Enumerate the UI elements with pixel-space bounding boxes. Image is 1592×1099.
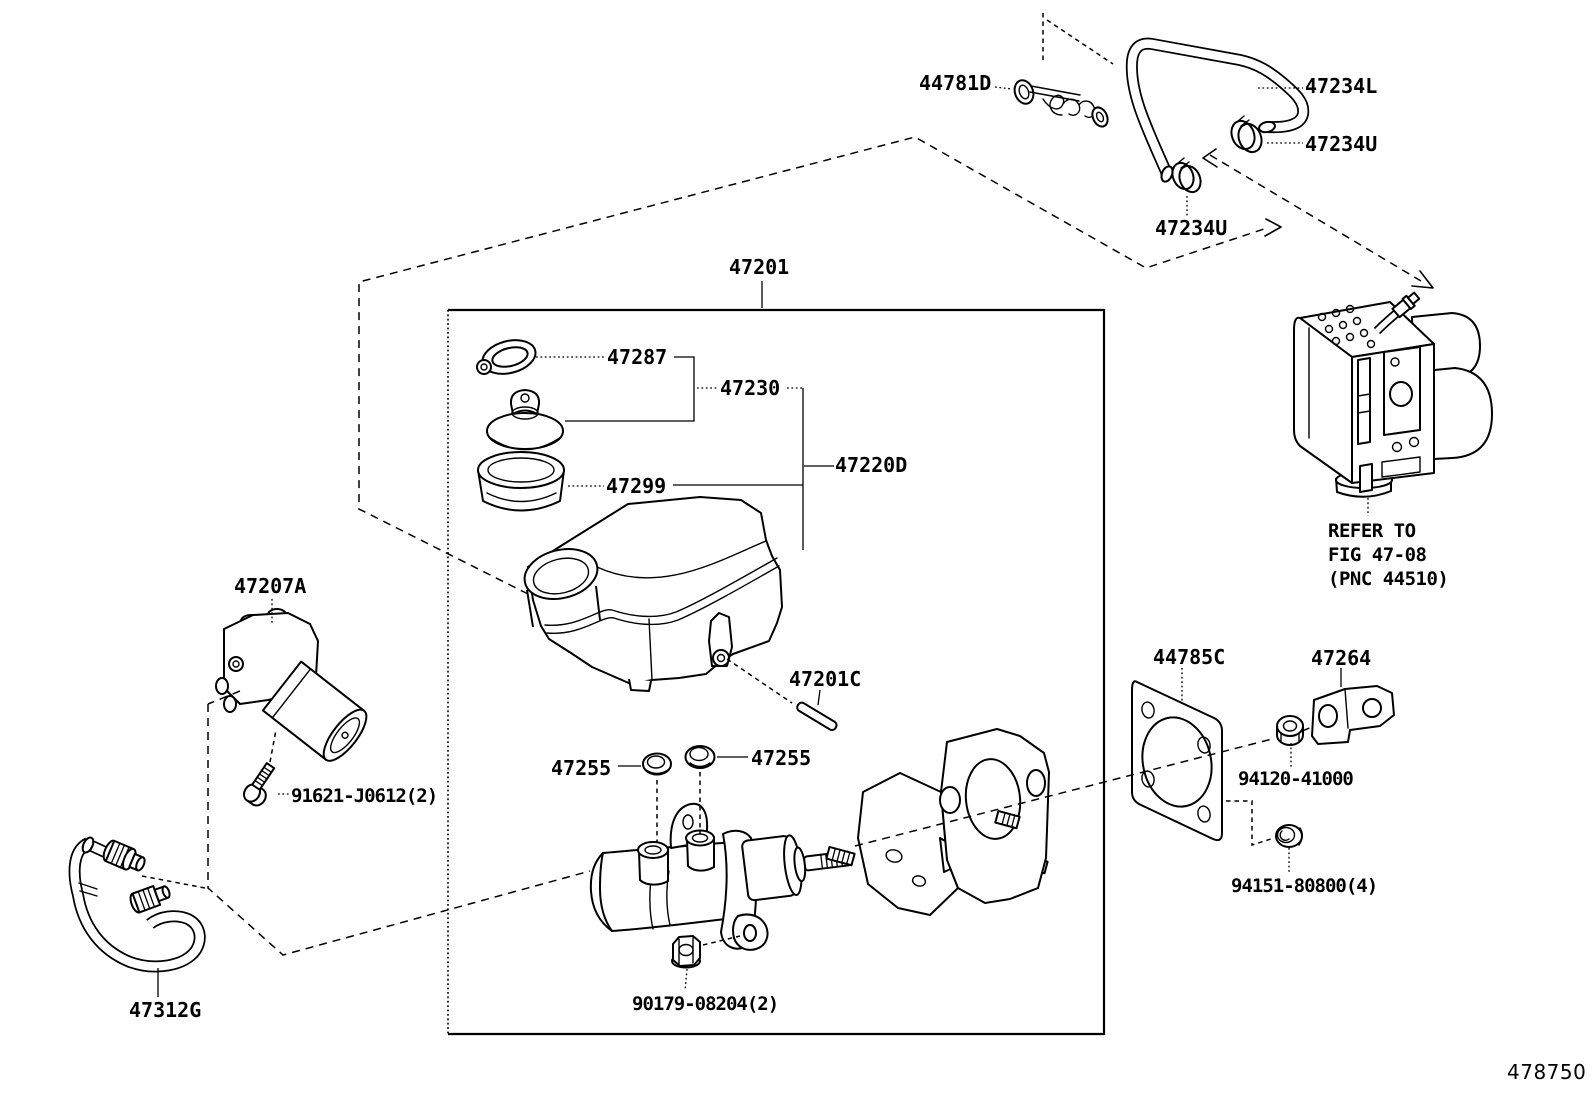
abs-top-ports — [1317, 304, 1376, 349]
part-label-47234l[interactable]: 47234L — [1305, 74, 1378, 98]
part-label-91621[interactable]: 91621-J0612(2) — [291, 785, 438, 807]
part-label-47287[interactable]: 47287 — [607, 345, 668, 369]
grommet-left — [642, 752, 672, 776]
part-label-44785c[interactable]: 44785C — [1153, 645, 1226, 669]
part-label-47234u-top[interactable]: 47234U — [1305, 132, 1378, 156]
hose-clamp-47234u-mid — [1171, 157, 1202, 194]
part-label-47234u-mid[interactable]: 47234U — [1155, 216, 1228, 240]
bolt-91621 — [243, 762, 276, 807]
wire-clip-44781d — [1013, 79, 1109, 128]
refer-note-line3: (PNC 44510) — [1328, 568, 1449, 590]
refer-note-line2: FIG 47-08 — [1328, 544, 1427, 566]
hose-clamp-47234u-right — [1230, 115, 1263, 154]
refer-note: REFER TO FIG 47-08 (PNC 44510) — [1328, 519, 1449, 591]
part-label-94151[interactable]: 94151-80800(4) — [1231, 875, 1378, 897]
part-label-47312g[interactable]: 47312G — [129, 998, 202, 1022]
reservoir-tank — [523, 496, 783, 692]
reservoir-hose-47234l — [1125, 37, 1310, 183]
part-label-47201c[interactable]: 47201C — [789, 667, 862, 691]
construction-lines — [141, 13, 1434, 956]
part-label-90179[interactable]: 90179-08204(2) — [632, 993, 779, 1015]
figure-code: 478750 — [1507, 1060, 1587, 1084]
part-label-47201[interactable]: 47201 — [729, 255, 790, 279]
cap-nut-94151 — [1275, 824, 1303, 848]
part-label-47220d[interactable]: 47220D — [835, 453, 908, 477]
mounting-bracket — [825, 728, 1050, 916]
valve-assembly-47207a — [215, 608, 368, 762]
grommet-right — [684, 745, 716, 769]
reservoir-cap — [486, 389, 564, 451]
clamp-47264 — [1311, 685, 1395, 745]
master-cylinder — [589, 802, 852, 951]
lock-nut — [671, 935, 701, 969]
part-label-47230[interactable]: 47230 — [720, 376, 781, 400]
nut-94120 — [1276, 715, 1304, 746]
abs-actuator — [1293, 291, 1493, 498]
part-label-47255-right[interactable]: 47255 — [751, 746, 812, 770]
part-label-47299[interactable]: 47299 — [606, 474, 667, 498]
leader-lines — [157, 86, 1369, 997]
brake-tube-47312g — [68, 836, 206, 973]
reservoir-cap-snap-ring — [476, 339, 537, 375]
bracket-stud — [994, 809, 1021, 830]
part-label-47255-left[interactable]: 47255 — [551, 756, 612, 780]
part-label-47264[interactable]: 47264 — [1311, 646, 1372, 670]
bracket-stud — [825, 845, 856, 867]
refer-note-line1: REFER TO — [1328, 520, 1416, 542]
part-label-44781d[interactable]: 44781D — [919, 71, 992, 95]
reservoir-strainer — [477, 451, 565, 512]
part-label-94120[interactable]: 94120-41000 — [1238, 768, 1354, 790]
set-pin — [796, 701, 838, 732]
part-label-47207a[interactable]: 47207A — [234, 574, 307, 598]
gasket-44785c — [1131, 680, 1223, 842]
assembly-box-47201 — [447, 308, 1106, 1036]
